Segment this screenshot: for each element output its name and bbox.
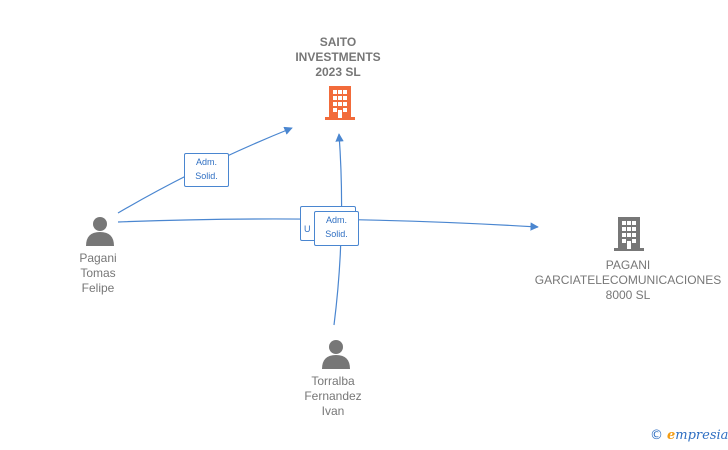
empresia-logo-e: e	[667, 428, 676, 443]
building-icon	[325, 86, 355, 120]
building-icon	[614, 217, 644, 251]
copyright-icon: ©	[650, 428, 663, 443]
empresia-credit[interactable]: © empresia	[650, 428, 728, 443]
person-label-torralba[interactable]: Torralba Fernandez Ivan	[304, 374, 362, 418]
person-icon	[86, 217, 114, 246]
edge-label-adm-solid: Adm. Solid.	[184, 153, 229, 187]
person-label-pagani-tomas[interactable]: Pagani Tomas Felipe	[79, 251, 117, 295]
company-label-saito[interactable]: SAITO INVESTMENTS 2023 SL	[295, 35, 381, 79]
edge-label-adm-solid: Adm. Solid.	[314, 211, 359, 246]
empresia-logo-text: mpresia	[675, 428, 728, 443]
person-icon	[322, 340, 350, 369]
company-label-pagani[interactable]: PAGANI GARCIATELECOMUNICACIONES 8000 SL	[534, 258, 722, 302]
